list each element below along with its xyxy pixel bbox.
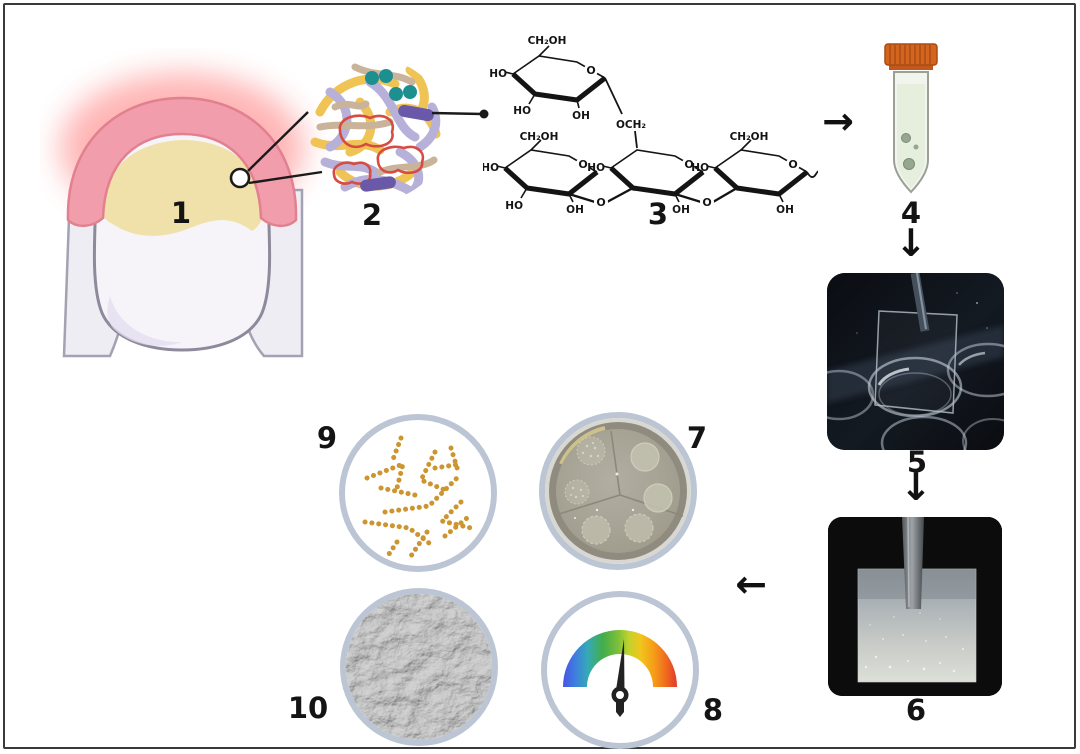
- rod-bacteria: [360, 104, 434, 192]
- polymer-continuation-squiggle: [806, 170, 818, 178]
- svg-text:O: O: [578, 158, 587, 171]
- step-label-5: 5: [906, 445, 928, 479]
- petri-dish-circle: [539, 412, 697, 570]
- svg-text:HO: HO: [505, 200, 523, 212]
- step-label-10: 10: [287, 691, 329, 725]
- gauge-circle: [541, 591, 699, 749]
- tooth-shading: [107, 296, 182, 346]
- sugar-ring-b: O HO OH: [587, 149, 703, 215]
- coverslip-in-wellplate-photo: [827, 273, 1004, 450]
- svg-text:CH₂OH: CH₂OH: [528, 35, 567, 47]
- glass-wells: [827, 342, 1004, 450]
- svg-text:OH: OH: [566, 204, 584, 215]
- plaque-layer: [102, 140, 264, 236]
- tube-cap: [884, 43, 938, 66]
- step-label-8: 8: [702, 693, 724, 727]
- sugar-ring-a: O CH₂OH HO HO OH: [483, 131, 597, 215]
- gauge-needle: [615, 639, 625, 693]
- step-label-7: 7: [686, 421, 708, 455]
- hydrogel-square-photo: [828, 517, 1002, 696]
- step-label-1: 1: [170, 196, 192, 230]
- sugar-ring-c: O CH₂OH HO OH: [691, 131, 818, 215]
- specks: [856, 292, 988, 334]
- gel-speckles: [864, 612, 965, 673]
- svg-text:CH₂OH: CH₂OH: [730, 131, 769, 143]
- agar-specks: [574, 472, 635, 519]
- biofilm-matrix-illustration: [310, 63, 441, 199]
- particle: [901, 133, 911, 143]
- sugar-ring-top: O CH₂OH HO HO OH: [489, 35, 623, 122]
- streptococci-chains: [362, 435, 474, 560]
- centrifuge-tube: [884, 43, 938, 194]
- svg-text:HO: HO: [587, 162, 605, 174]
- tooth-with-plaque-illustration: [60, 73, 304, 358]
- rim-highlight: [559, 426, 606, 465]
- step-label-3: 3: [647, 197, 669, 231]
- bacterial-chains-circle: [339, 414, 497, 572]
- gum-arch: [66, 96, 298, 227]
- glass-coverslip: [874, 310, 958, 414]
- svg-text:O: O: [586, 64, 595, 77]
- cocci-bacteria: [365, 69, 417, 101]
- svg-text:OH: OH: [572, 110, 590, 122]
- cap-flange: [889, 64, 933, 70]
- needle-tail: [616, 702, 624, 717]
- glycosidic-och2-label: OCH₂: [616, 119, 646, 131]
- svg-text:HO: HO: [691, 162, 709, 174]
- arrow-step4-to-step5: ↓: [895, 221, 927, 265]
- tube-liquid: [897, 84, 925, 188]
- bacterial-colonies: [564, 436, 673, 545]
- step-label-9: 9: [316, 421, 338, 455]
- arrow-step5-to-step6: ↓: [900, 465, 932, 509]
- sem-micrograph-circle: [340, 588, 498, 746]
- step-label-4: 4: [900, 196, 922, 230]
- particle: [913, 144, 919, 150]
- dna-loops: [332, 114, 425, 185]
- particle: [903, 158, 915, 170]
- reflection-band: [827, 325, 1004, 403]
- cap-ribs: [889, 45, 931, 64]
- svg-text:HO: HO: [513, 105, 531, 117]
- arrow-step3-to-step4: →: [822, 99, 854, 143]
- dextran-chemical-structure: O CH₂OH HO HO OH OCH₂ O CH₂OH HO HO OH O: [483, 35, 818, 215]
- gauge-arc: [563, 630, 677, 687]
- step-label-6: 6: [905, 693, 927, 727]
- svg-text:O: O: [702, 196, 711, 209]
- svg-text:HO: HO: [489, 68, 507, 80]
- svg-text:O: O: [684, 158, 693, 171]
- svg-text:O: O: [788, 158, 797, 171]
- step-label-2: 2: [361, 198, 383, 232]
- svg-text:CH₂OH: CH₂OH: [520, 131, 559, 143]
- svg-text:O: O: [596, 196, 605, 209]
- svg-text:OH: OH: [672, 204, 690, 215]
- svg-text:HO: HO: [483, 162, 499, 174]
- arrow-step6-to-results: ←: [735, 562, 767, 606]
- tweezers: [910, 273, 930, 332]
- svg-text:OH: OH: [776, 204, 794, 215]
